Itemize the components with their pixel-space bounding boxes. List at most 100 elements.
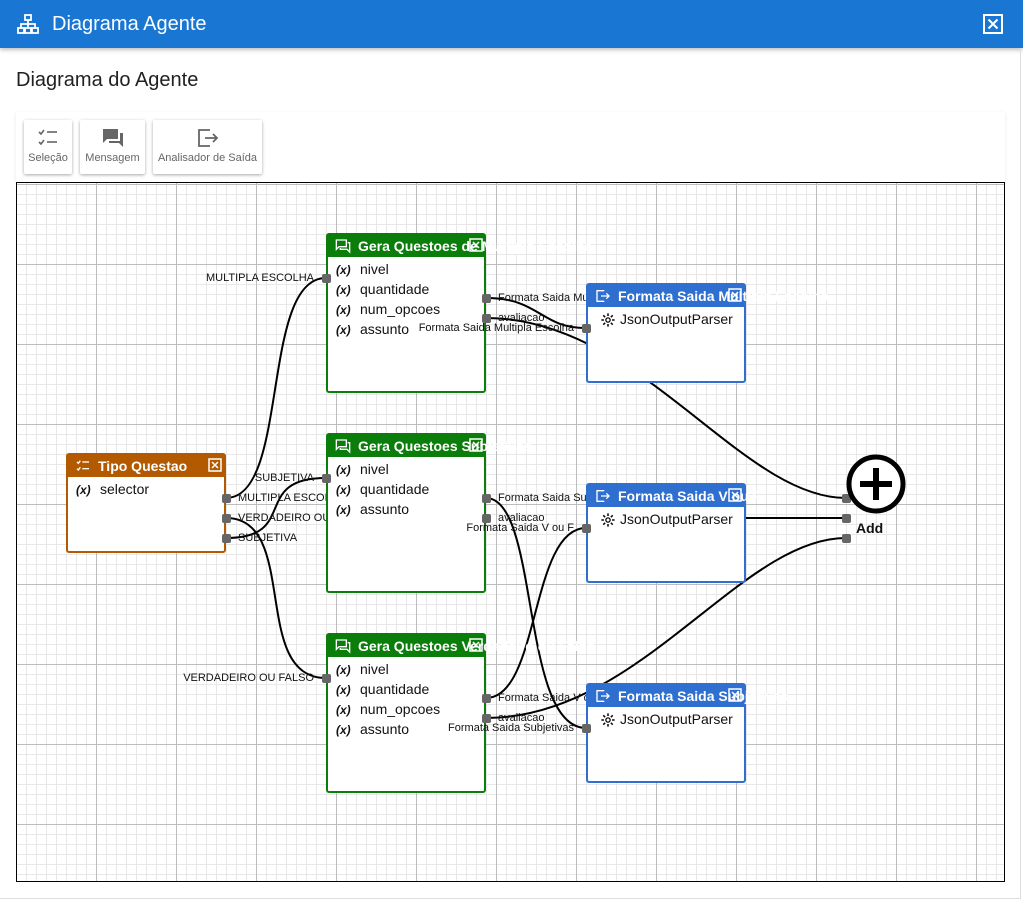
variable-icon: (x) — [336, 503, 351, 517]
port-formata-vf-in[interactable] — [582, 524, 591, 533]
variable-row: (x)nivel — [336, 259, 440, 279]
node-gera-subjetiva[interactable]: Gera Questoes Subjetivas (x)nivel (x)qua… — [326, 433, 532, 593]
chat-icon — [335, 439, 351, 454]
port-label: avaliacao — [498, 712, 545, 724]
port-gera-vf-out-avaliacao[interactable] — [482, 714, 491, 723]
close-icon[interactable] — [469, 638, 483, 652]
port-label: MULTIPLA ESCOLHA — [238, 492, 326, 504]
edge-tipo-multipla — [225, 277, 327, 499]
port-label: SUBJETIVA — [254, 472, 314, 484]
variable-row: (x)assunto — [336, 499, 429, 519]
node-gera-multipla-header[interactable]: Gera Questoes de Multipla Escolha — [328, 235, 592, 257]
close-icon[interactable] — [728, 488, 742, 502]
edge-subjetiva-formata — [485, 497, 587, 729]
variable-icon: (x) — [336, 323, 351, 337]
node-gera-vf[interactable]: Gera Questoes Verdadeiro ou Falso (x)niv… — [326, 633, 595, 793]
node-formata-subjetiva-header[interactable]: Formata Saida Subjetivas — [588, 685, 788, 707]
variable-row: (x)num_opcoes — [336, 299, 440, 319]
port-tipo-out-vf[interactable] — [222, 514, 231, 523]
variable-row: (x)quantidade — [336, 279, 440, 299]
port-gera-subjetiva-out-formata[interactable] — [482, 494, 491, 503]
variable-row: (x)num_opcoes — [336, 699, 440, 719]
close-icon[interactable] — [469, 438, 483, 452]
port-label: Formata Saida Multipla Escolha — [498, 292, 586, 304]
tool-analisador-label: Analisador de Saída — [157, 152, 258, 164]
port-label: VERDADEIRO OU FALSO — [238, 512, 326, 524]
node-gera-subjetiva-header[interactable]: Gera Questoes Subjetivas — [328, 435, 532, 457]
edge-vf-add — [485, 537, 847, 719]
node-formata-subjetiva[interactable]: Formata Saida Subjetivas JsonOutputParse… — [586, 683, 788, 783]
port-gera-subjetiva-out-avaliacao[interactable] — [482, 514, 491, 523]
variable-icon: (x) — [336, 303, 351, 317]
port-label: avaliacao — [498, 312, 545, 324]
node-formata-multipla[interactable]: Formata Saida Multipla Escolha JsonOutpu… — [586, 283, 829, 383]
port-tipo-out-subjetiva[interactable] — [222, 534, 231, 543]
node-formata-multipla-header[interactable]: Formata Saida Multipla Escolha — [588, 285, 829, 307]
port-gera-subjetiva-in[interactable] — [322, 474, 331, 483]
close-icon[interactable] — [208, 458, 222, 472]
add-node[interactable] — [845, 453, 907, 515]
sitemap-icon — [17, 14, 39, 34]
port-label: Formata Saida Subjetivas — [498, 492, 586, 504]
variable-row: (x)quantidade — [336, 679, 440, 699]
variable-icon: (x) — [336, 663, 351, 677]
port-label: avaliacao — [498, 512, 545, 524]
node-gera-multipla[interactable]: Gera Questoes de Multipla Escolha (x)niv… — [326, 233, 592, 393]
output-icon — [596, 490, 610, 502]
port-label: VERDADEIRO OU FALSO — [183, 672, 314, 684]
port-formata-subjetiva-in[interactable] — [582, 724, 591, 733]
port-gera-multipla-out-avaliacao[interactable] — [482, 314, 491, 323]
window-title: Diagrama Agente — [52, 13, 207, 35]
port-gera-multipla-in[interactable] — [322, 274, 331, 283]
variable-icon: (x) — [336, 723, 351, 737]
variable-icon: (x) — [336, 683, 351, 697]
port-label: SUBJETIVA — [238, 532, 298, 544]
gear-icon — [601, 313, 615, 327]
title-bar: Diagrama Agente — [0, 0, 1023, 48]
port-add-in-1[interactable] — [842, 494, 851, 503]
chat-icon — [102, 129, 123, 147]
tool-selecao-label: Seleção — [28, 152, 68, 164]
node-title: Formata Saida Multipla Escolha — [618, 288, 829, 304]
edge-multipla-add — [485, 317, 847, 499]
tool-analisador-button[interactable]: Analisador de Saída — [153, 120, 262, 174]
chat-icon — [335, 239, 351, 254]
port-label: Formata Saida Subjetivas — [448, 722, 574, 734]
node-tipo-questao-header[interactable]: Tipo Questao — [68, 455, 224, 477]
port-tipo-out-multipla[interactable] — [222, 494, 231, 503]
variable-icon: (x) — [336, 703, 351, 717]
close-icon[interactable] — [728, 288, 742, 302]
port-label: Formata Saida Multipla Escolha — [418, 322, 574, 334]
variable-icon: (x) — [336, 483, 351, 497]
node-title: Tipo Questao — [98, 458, 188, 474]
port-gera-vf-out-formata[interactable] — [482, 694, 491, 703]
checklist-icon — [76, 460, 89, 472]
port-formata-multipla-in[interactable] — [582, 324, 591, 333]
output-icon — [197, 129, 218, 147]
edge-tipo-subjetiva — [225, 477, 327, 539]
tool-selecao-button[interactable]: Seleção — [24, 120, 72, 174]
checklist-icon — [38, 129, 57, 146]
close-icon[interactable] — [982, 13, 1004, 35]
port-gera-multipla-out-formata[interactable] — [482, 294, 491, 303]
node-formata-vf-header[interactable]: Formata Saida V ou F — [588, 485, 761, 507]
edge-multipla-formata — [485, 297, 587, 329]
port-gera-vf-in[interactable] — [322, 674, 331, 683]
parser-row: JsonOutputParser — [596, 509, 733, 529]
node-formata-vf[interactable]: Formata Saida V ou F JsonOutputParser — [586, 483, 761, 583]
port-add-in-2[interactable] — [842, 514, 851, 523]
add-label: Add — [856, 520, 884, 536]
variable-row: (x)nivel — [336, 659, 440, 679]
variable-icon: (x) — [336, 463, 351, 477]
variable-row: (x)assunto — [336, 319, 440, 339]
node-gera-vf-header[interactable]: Gera Questoes Verdadeiro ou Falso — [328, 635, 595, 657]
variable-icon: (x) — [76, 483, 91, 497]
node-tipo-questao[interactable]: Tipo Questao (x)selector — [66, 453, 226, 553]
close-icon[interactable] — [469, 238, 483, 252]
tool-mensagem-button[interactable]: Mensagem — [80, 120, 145, 174]
chat-icon — [335, 639, 351, 654]
port-add-in-3[interactable] — [842, 534, 851, 543]
variable-row: (x)nivel — [336, 459, 429, 479]
close-icon[interactable] — [728, 688, 742, 702]
